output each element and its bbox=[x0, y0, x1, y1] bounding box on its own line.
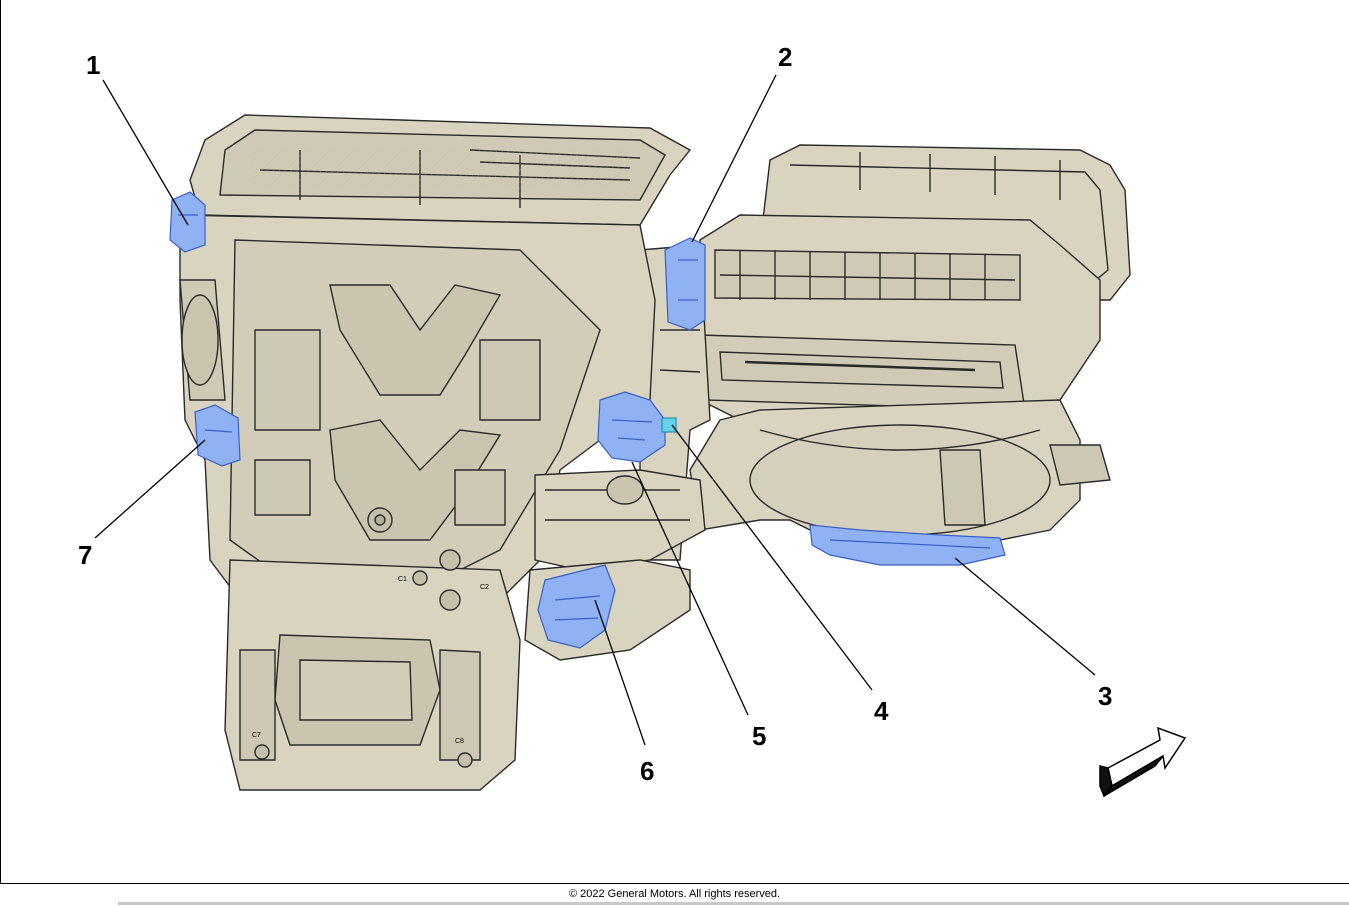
diagram-stage: C1 C2 C7 C8 1 2 3 4 5 6 7 bbox=[0, 0, 1187, 883]
actuator-part-1 bbox=[169, 191, 206, 253]
leader-line-4 bbox=[671, 424, 873, 691]
actuator-part-4-5 bbox=[597, 391, 677, 463]
callout-5: 5 bbox=[752, 721, 767, 751]
footer: © 2022 General Motors. All rights reserv… bbox=[0, 883, 1349, 906]
blower-housing bbox=[639, 144, 1131, 561]
heater-housing bbox=[179, 114, 706, 791]
actuator-part-7 bbox=[194, 404, 241, 467]
frame-edge bbox=[0, 0, 1, 883]
leader-line-5 bbox=[631, 461, 749, 716]
callout-6: 6 bbox=[640, 756, 655, 786]
blower-motor-part bbox=[809, 524, 1006, 566]
leader-line-1 bbox=[102, 79, 189, 226]
forward-direction-arrow bbox=[1099, 726, 1187, 798]
callout-1: 1 bbox=[86, 50, 101, 80]
leader-line-6 bbox=[594, 599, 646, 746]
leader-line-7 bbox=[94, 439, 206, 539]
marking-c2: C2 bbox=[480, 584, 489, 591]
callout-7: 7 bbox=[78, 540, 93, 570]
hvac-module-illustration bbox=[94, 74, 1187, 798]
marking-c8: C8 bbox=[455, 738, 464, 745]
actuator-part-2 bbox=[664, 237, 706, 331]
leader-line-2 bbox=[691, 74, 777, 243]
marking-c1: C1 bbox=[398, 576, 407, 583]
callout-4: 4 bbox=[874, 696, 889, 726]
callout-2: 2 bbox=[778, 42, 793, 72]
copyright-text: © 2022 General Motors. All rights reserv… bbox=[568, 888, 781, 900]
actuator-part-6 bbox=[537, 564, 616, 649]
leader-lines bbox=[94, 74, 1096, 746]
callout-3: 3 bbox=[1098, 681, 1113, 711]
vent-texture bbox=[250, 150, 630, 190]
marking-c7: C7 bbox=[252, 732, 261, 739]
footer-bar bbox=[118, 902, 1349, 905]
leader-line-3 bbox=[954, 557, 1096, 676]
